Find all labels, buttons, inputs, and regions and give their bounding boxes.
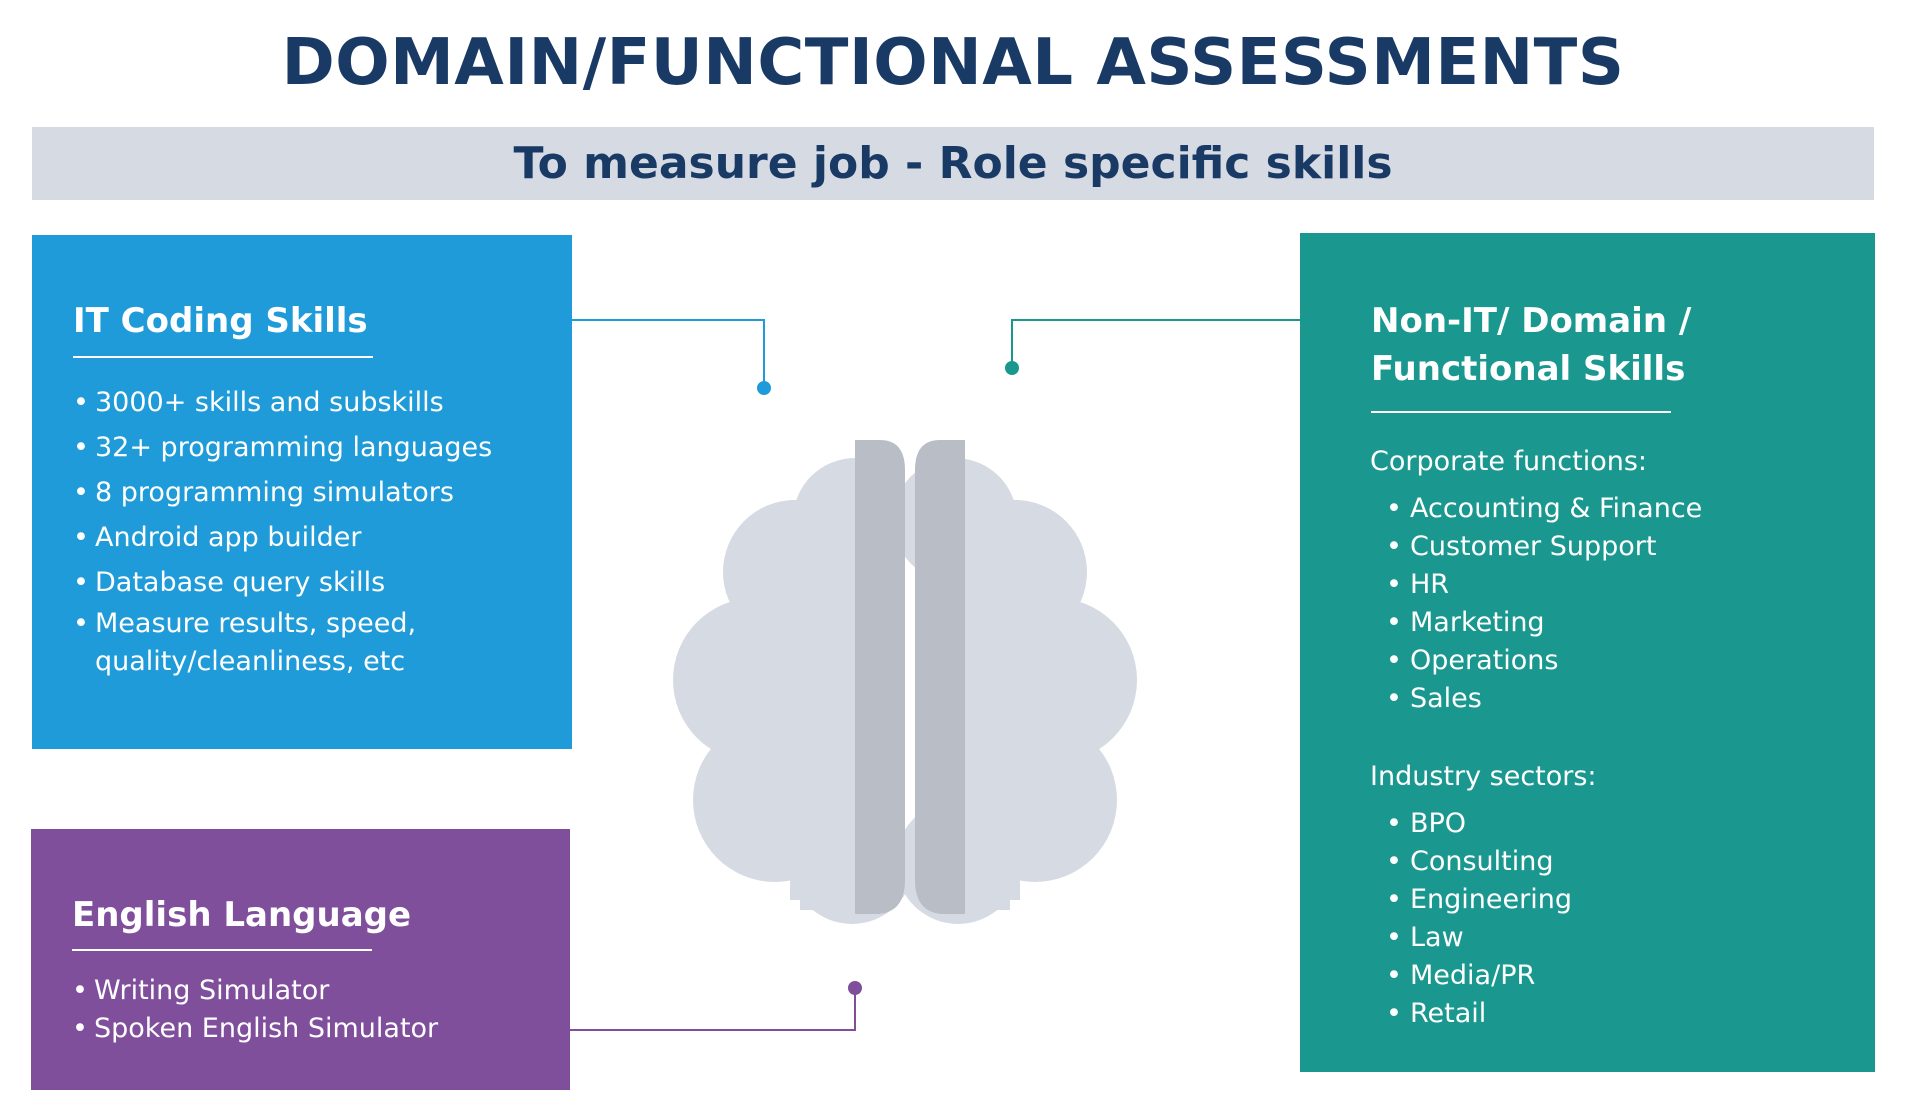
it-coding-list: 3000+ skills and subskills 32+ programmi… xyxy=(73,380,543,681)
list-item: BPO xyxy=(1386,805,1846,843)
nonit-connector-line xyxy=(1011,319,1300,368)
list-item: 3000+ skills and subskills xyxy=(73,380,543,425)
english-language-box: English Language Writing Simulator Spoke… xyxy=(31,829,570,1090)
non-it-box: Non-IT/ Domain / Functional Skills Corpo… xyxy=(1300,233,1875,1072)
list-item: Sales xyxy=(1386,680,1846,718)
brain-icon xyxy=(673,440,1137,924)
non-it-divider xyxy=(1371,411,1671,413)
list-item: 8 programming simulators xyxy=(73,470,543,515)
list-item: Spoken English Simulator xyxy=(72,1010,552,1048)
corporate-functions-list: Accounting & Finance Customer Support HR… xyxy=(1386,490,1846,718)
list-item: Consulting xyxy=(1386,843,1846,881)
corporate-functions-label: Corporate functions: xyxy=(1370,446,1648,477)
non-it-heading-line2: Functional Skills xyxy=(1371,349,1686,389)
list-item: Android app builder xyxy=(73,515,543,560)
list-item: Engineering xyxy=(1386,881,1846,919)
it-coding-divider xyxy=(73,356,373,358)
list-item: Retail xyxy=(1386,995,1846,1033)
list-item: Writing Simulator xyxy=(72,972,552,1010)
subtitle: To measure job - Role specific skills xyxy=(513,138,1393,189)
subtitle-bar: To measure job - Role specific skills xyxy=(32,127,1874,200)
it-coding-heading: IT Coding Skills xyxy=(73,301,368,341)
nonit-connector-dot xyxy=(1005,361,1019,375)
industry-sectors-list: BPO Consulting Engineering Law Media/PR … xyxy=(1386,805,1846,1033)
it-coding-box: IT Coding Skills 3000+ skills and subski… xyxy=(32,235,572,749)
list-item: Database query skills xyxy=(73,560,543,605)
list-item: Marketing xyxy=(1386,604,1846,642)
english-language-list: Writing Simulator Spoken English Simulat… xyxy=(72,972,552,1048)
list-item: 32+ programming languages xyxy=(73,425,543,470)
industry-sectors-label: Industry sectors: xyxy=(1370,761,1597,792)
it-connector-line xyxy=(572,319,765,388)
list-item: Customer Support xyxy=(1386,528,1846,566)
english-language-divider xyxy=(72,949,372,951)
list-item: Law xyxy=(1386,919,1846,957)
english-connector-line xyxy=(570,988,856,1031)
list-item: Media/PR xyxy=(1386,957,1846,995)
english-language-heading: English Language xyxy=(72,895,412,935)
list-item: Measure results, speed, quality/cleanlin… xyxy=(73,605,475,681)
list-item: HR xyxy=(1386,566,1846,604)
list-item: Operations xyxy=(1386,642,1846,680)
non-it-heading-line1: Non-IT/ Domain / xyxy=(1371,301,1692,341)
english-connector-dot xyxy=(848,981,862,995)
page-title: DOMAIN/FUNCTIONAL ASSESSMENTS xyxy=(281,26,1625,100)
list-item: Accounting & Finance xyxy=(1386,490,1846,528)
it-connector-dot xyxy=(757,381,771,395)
